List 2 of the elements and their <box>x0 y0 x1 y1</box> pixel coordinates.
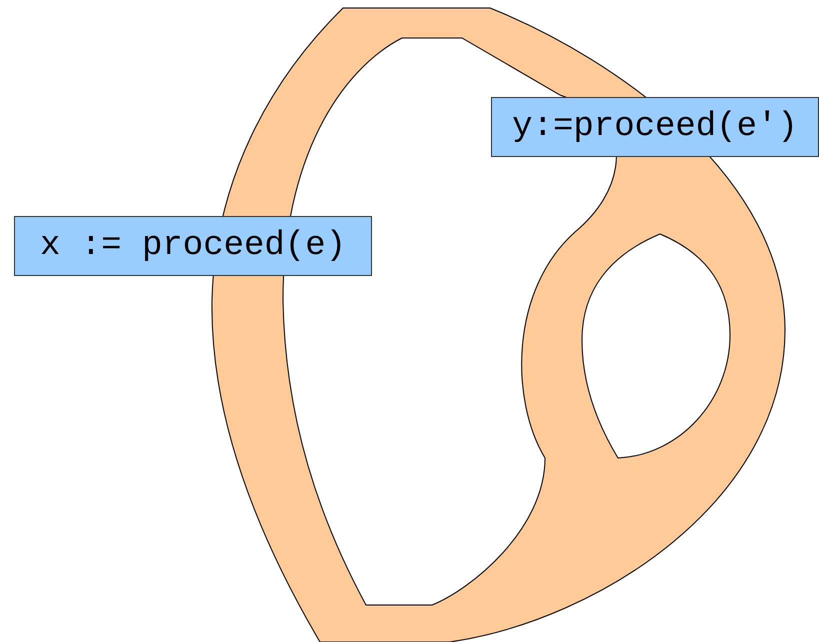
code-label-box: y:=proceed(e′) <box>491 97 819 157</box>
code-label-box: x := proceed(e) <box>14 216 372 276</box>
